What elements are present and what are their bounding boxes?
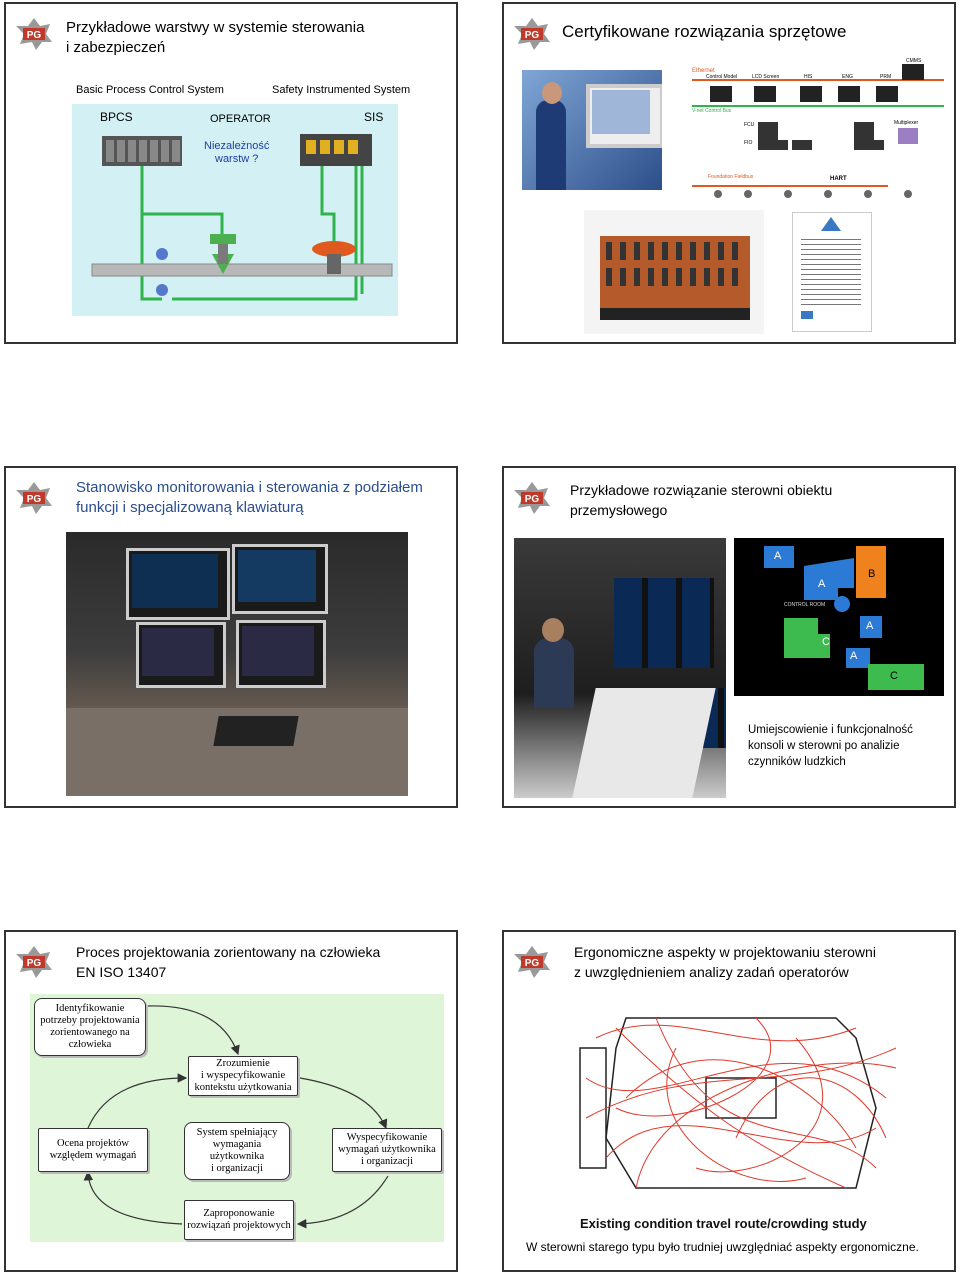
operator-label: OPERATOR bbox=[210, 113, 271, 125]
pg-logo-icon: PG bbox=[16, 18, 52, 50]
slide-1: PG Przykładowe warstwy w systemie sterow… bbox=[4, 2, 458, 344]
slide-6-caption: W sterowni starego typu było trudniej uw… bbox=[526, 1240, 919, 1254]
slide-1-title: Przykładowe warstwy w systemie sterowani… bbox=[66, 19, 365, 56]
independence-question: Niezależność warstw ? bbox=[204, 140, 270, 165]
plan-caption: Umiejscowienie i funkcjonalność konsoli … bbox=[748, 724, 913, 768]
svg-text:PG: PG bbox=[525, 494, 540, 505]
study-label: Existing condition travel route/crowding… bbox=[580, 1216, 867, 1231]
travel-route-drawing bbox=[579, 1017, 897, 1189]
slide-6-title: Ergonomiczne aspekty w projektowaniu ste… bbox=[574, 944, 876, 980]
bpcs-label: BPCS bbox=[100, 110, 133, 124]
slide-5: PG Proces projektowania zorientowany na … bbox=[4, 930, 458, 1272]
pg-logo-icon: PG bbox=[16, 946, 52, 978]
floor-plan: A A B C A A C CONTROL ROOM bbox=[734, 538, 944, 696]
slide-6: PG Ergonomiczne aspekty w projektowaniu … bbox=[502, 930, 956, 1272]
hardware-rack-photo bbox=[584, 210, 764, 334]
svg-text:PG: PG bbox=[27, 30, 42, 41]
bpcs-caption: Basic Process Control System bbox=[76, 84, 224, 96]
svg-text:PG: PG bbox=[27, 494, 42, 505]
slide-5-title: Proces projektowania zorientowany na czł… bbox=[76, 944, 381, 980]
process-diagram bbox=[91, 134, 393, 301]
svg-text:PG: PG bbox=[27, 958, 42, 969]
workstation-photo bbox=[66, 532, 408, 796]
slide-2: PG Certyfikowane rozwiązania sprzętowe E… bbox=[502, 2, 956, 344]
slide-3-title: Stanowisko monitorowania i sterowania z … bbox=[76, 479, 423, 516]
slide-2-title: Certyfikowane rozwiązania sprzętowe bbox=[562, 22, 847, 41]
slide-4: PG Przykładowe rozwiązanie sterowni obie… bbox=[502, 466, 956, 808]
pg-logo-icon: PG bbox=[514, 18, 550, 50]
control-room-photo bbox=[514, 538, 726, 798]
certificate-image bbox=[792, 212, 872, 332]
layer-diagram: BPCS OPERATOR SIS Niezależność warstw ? bbox=[72, 104, 398, 316]
slide-3: PG Stanowisko monitorowania i sterowania… bbox=[4, 466, 458, 808]
floor-plan-shapes bbox=[764, 546, 924, 690]
sis-caption: Safety Instrumented System bbox=[272, 84, 411, 96]
svg-text:PG: PG bbox=[525, 958, 540, 969]
sis-label: SIS bbox=[364, 110, 384, 124]
operator-workstation-photo bbox=[522, 70, 662, 190]
pg-logo-icon: PG bbox=[16, 482, 52, 514]
slide-4-title: Przykładowe rozwiązanie sterowni obiektu… bbox=[570, 482, 833, 518]
network-diagram: Ethernet Control Model LCD Screen HIS EN… bbox=[688, 58, 948, 200]
travel-route-study: Existing condition travel route/crowding… bbox=[556, 988, 912, 1238]
pg-logo-icon: PG bbox=[514, 946, 550, 978]
pg-logo-icon: PG bbox=[514, 482, 550, 514]
network-lines bbox=[692, 64, 944, 198]
process-arrows bbox=[83, 1005, 389, 1229]
svg-text:PG: PG bbox=[525, 30, 540, 41]
